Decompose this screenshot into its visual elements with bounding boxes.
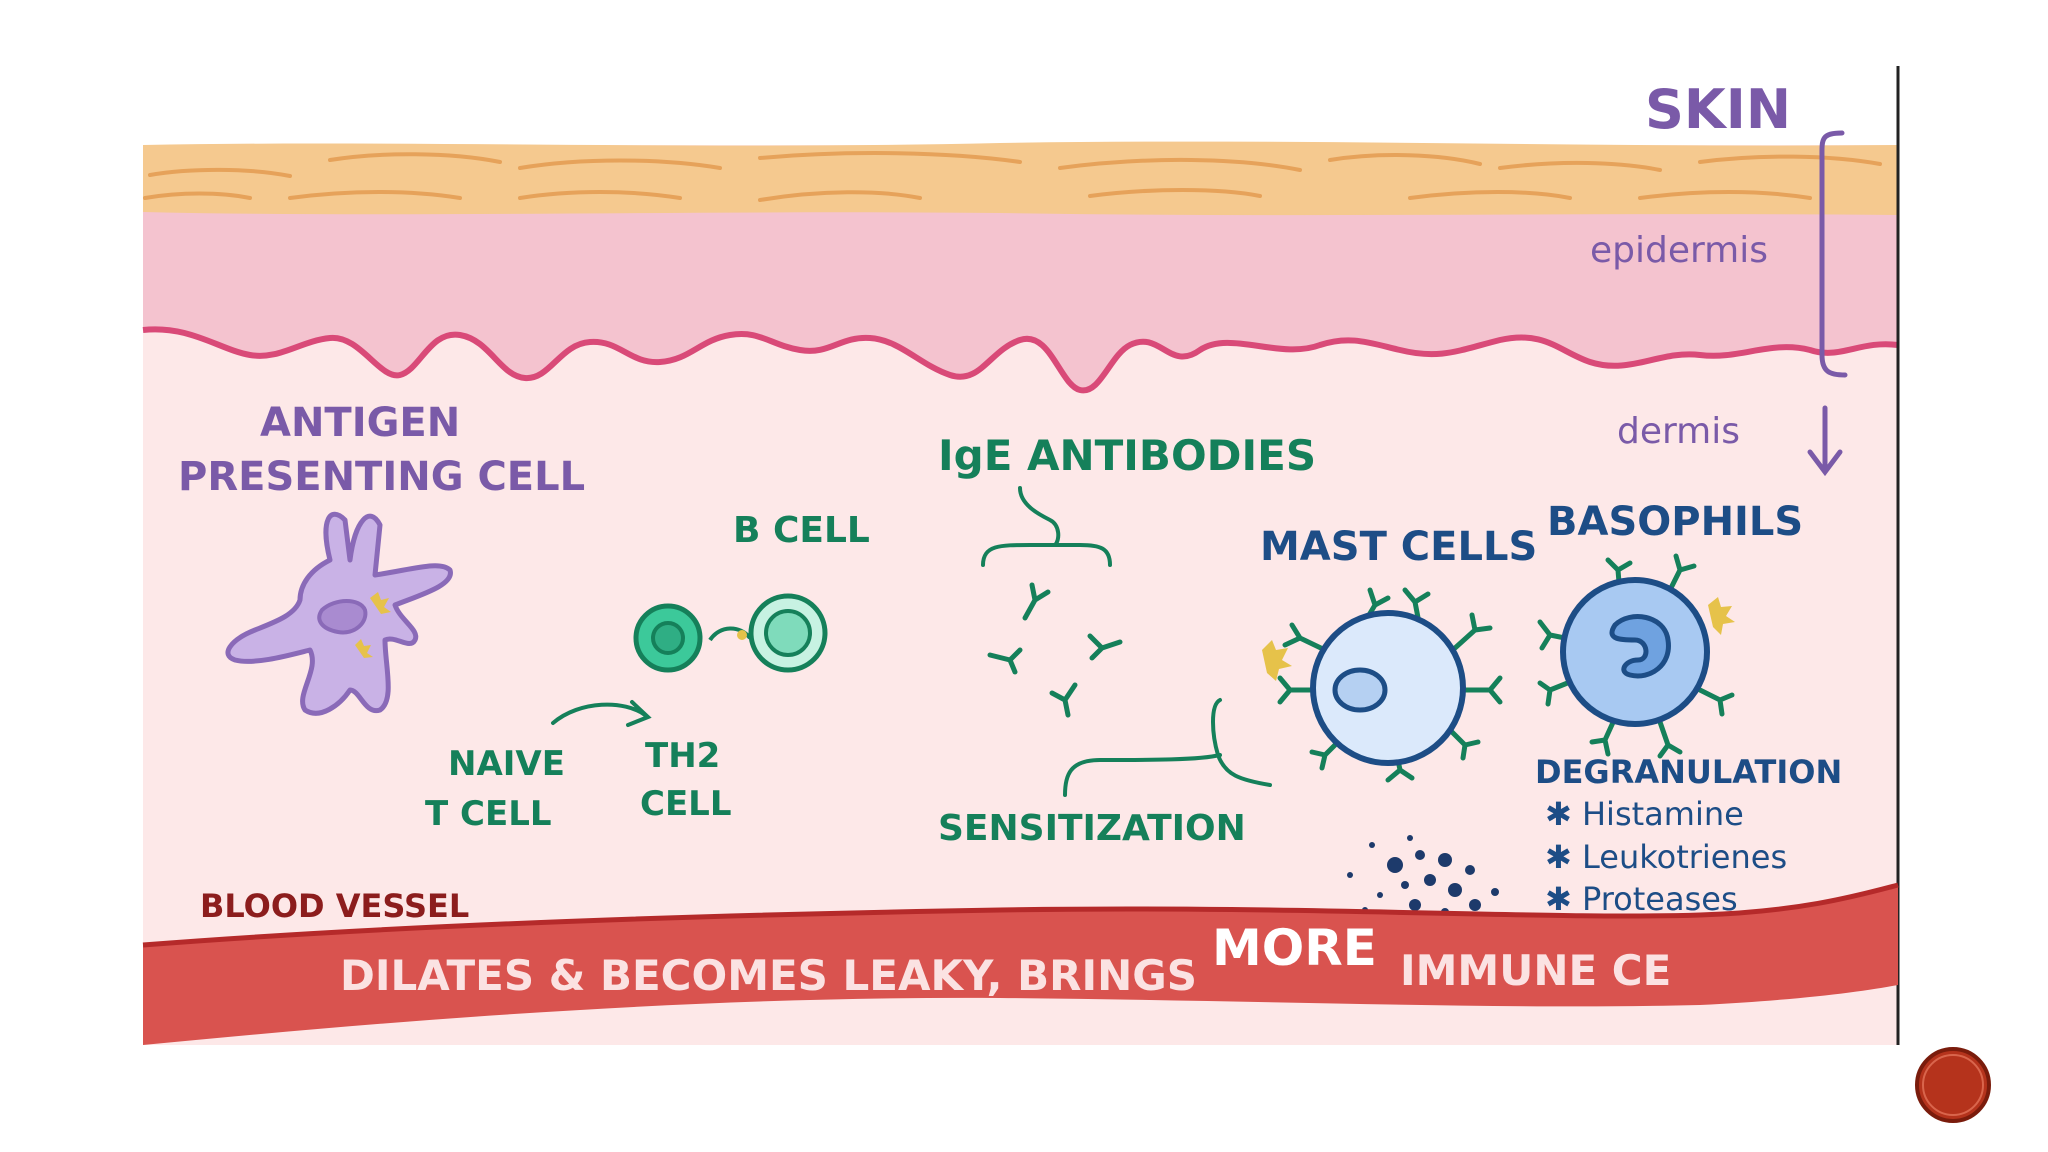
- blood-vessel-icon: [143, 885, 1898, 1045]
- sensitization-brace: [1063, 698, 1272, 797]
- mediator-histamine: ✱ Histamine: [1545, 795, 1744, 833]
- ige-antibody-icons: [987, 582, 1123, 718]
- blood-vessel-wall: [142, 882, 1899, 948]
- th2-label-line1: TH2: [645, 736, 720, 776]
- b-cell-label: B CELL: [733, 510, 870, 551]
- mast-cell-icon: [1262, 587, 1503, 783]
- dermis-label: dermis: [1617, 411, 1740, 452]
- th2-label-line2: CELL: [640, 784, 732, 824]
- ige-label: IgE ANTIBODIES: [938, 431, 1316, 480]
- degranulation-label: DEGRANULATION: [1535, 753, 1842, 791]
- antigen-presenting-cell-icon: [225, 511, 453, 716]
- apc-label-line2: PRESENTING CELL: [178, 454, 585, 500]
- epidermis-label: epidermis: [1590, 230, 1768, 271]
- b-cell-icon: [633, 593, 828, 673]
- naive-tcell-label-line2: T CELL: [425, 794, 552, 834]
- mediator-proteases: ✱ Proteases: [1545, 880, 1738, 918]
- skin-label: SKIN: [1645, 78, 1791, 141]
- skin-bracket: [1819, 130, 1848, 378]
- dermal-epidermal-junction: [142, 326, 1899, 394]
- mast-cells-label: MAST CELLS: [1260, 524, 1537, 570]
- vessel-text-a: DILATES & BECOMES LEAKY, BRINGS: [340, 951, 1197, 1000]
- dermis-down-arrow-icon: [1807, 405, 1843, 477]
- apc-label-line1: ANTIGEN: [260, 400, 460, 446]
- keratin-cells: [143, 151, 1882, 202]
- vessel-text-more: MORE: [1212, 919, 1377, 977]
- basophils-label: BASOPHILS: [1547, 499, 1803, 545]
- epidermis-layer: [143, 210, 1898, 391]
- ige-brace: [981, 486, 1112, 567]
- sensitization-label: SENSITIZATION: [938, 808, 1246, 849]
- basophil-icon: [1537, 553, 1735, 759]
- tcell-curved-arrow-icon: [551, 700, 652, 727]
- red-circle-button-icon[interactable]: [1915, 1047, 1991, 1123]
- slide-nav-button[interactable]: [1915, 1047, 1991, 1123]
- vessel-text-b: IMMUNE CE: [1400, 946, 1671, 995]
- mediator-leukotrienes: ✱ Leukotrienes: [1545, 838, 1787, 876]
- blood-vessel-label: BLOOD VESSEL: [200, 887, 469, 925]
- released-granules: [1347, 835, 1499, 934]
- naive-tcell-label-line1: NAIVE: [448, 744, 565, 784]
